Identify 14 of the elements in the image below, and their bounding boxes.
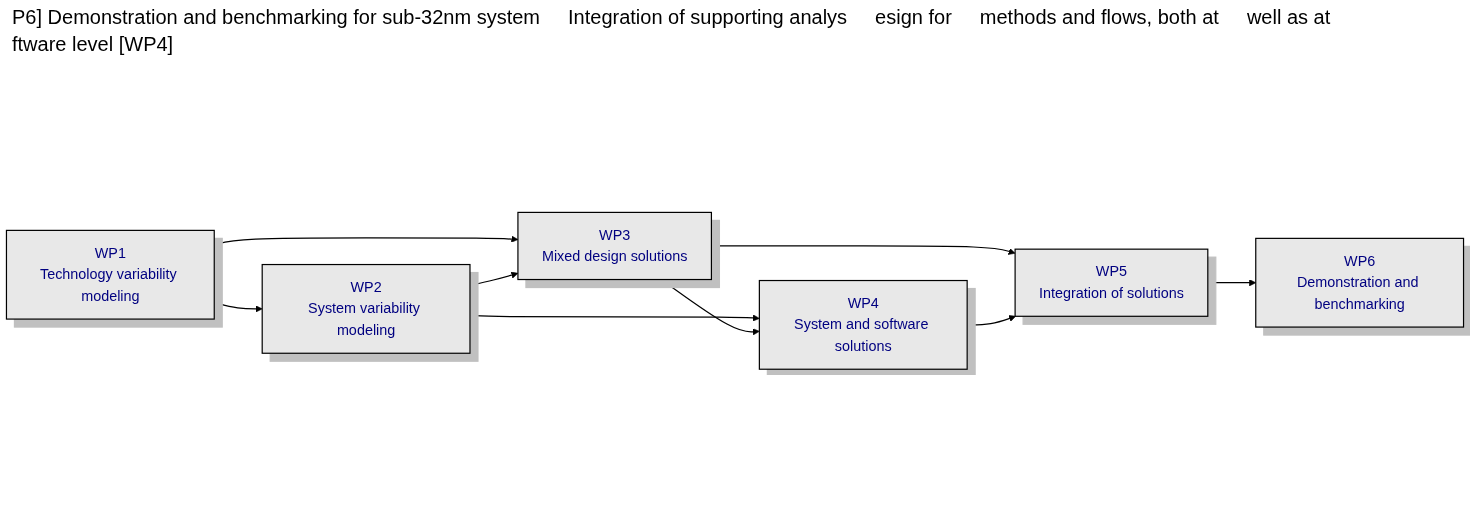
node-box: WP3 Mixed design solutions <box>517 211 712 280</box>
slide-text: well as at <box>1246 6 1331 29</box>
slide-text: methods and flows, both at <box>979 6 1219 29</box>
slide-text: Integration of supporting analys <box>568 6 848 29</box>
arrow <box>469 314 760 322</box>
node-box: WP2 System variability modeling <box>261 263 471 354</box>
node-box: WP5 Integration of solutions <box>1014 248 1209 317</box>
node-box: WP1 Technology variability modeling <box>5 229 215 320</box>
slide-text: esign for <box>875 6 952 29</box>
arrow <box>661 279 760 335</box>
node-box: WP4 System and software solutions <box>758 279 968 370</box>
slide-text: P6] Demonstration and benchmarking for sub-32nm system <box>12 6 541 29</box>
slide-text: ftware level [WP4] <box>12 33 174 56</box>
node-box: WP6 Demonstration and benchmarking <box>1255 237 1465 328</box>
